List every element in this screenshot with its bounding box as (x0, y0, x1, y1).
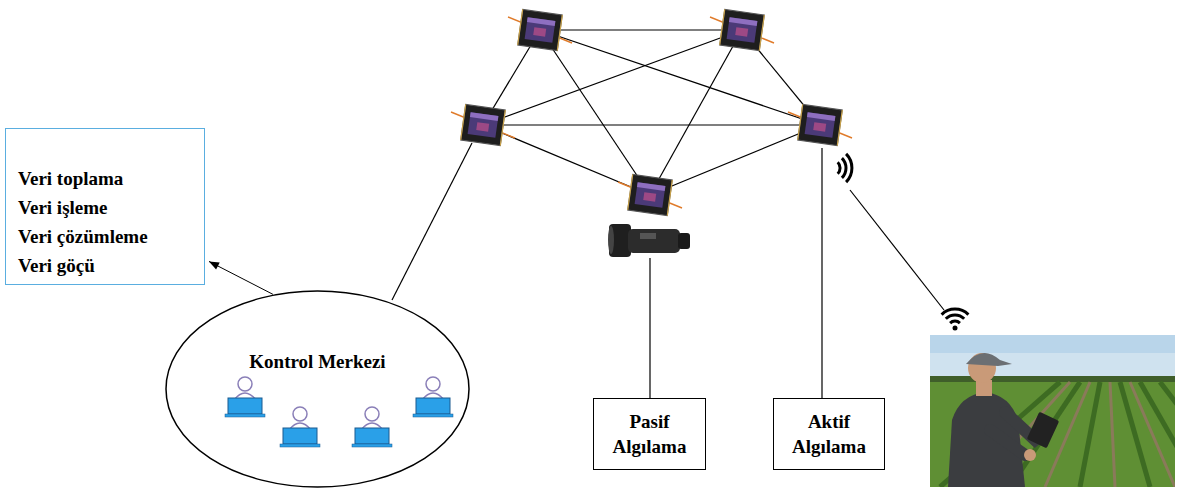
satellite (618, 174, 682, 215)
node-text: Veri işleme (18, 193, 194, 222)
ellipse-outline (165, 290, 470, 488)
wifi-symbol (838, 154, 852, 182)
wifi-symbol (942, 309, 969, 323)
satellite (788, 104, 852, 145)
node-text: Kontrol Merkezi (165, 350, 470, 374)
farmer-photo (930, 335, 1175, 487)
wifi-dot (953, 326, 958, 331)
camera (608, 224, 690, 257)
operator-icon (225, 377, 265, 417)
control-center-ellipse: Kontrol Merkezi (165, 290, 470, 488)
connector-arrow (209, 261, 273, 294)
satellite (508, 9, 572, 50)
node-text: Veri çözümleme (18, 222, 194, 251)
satellite-link (483, 30, 820, 195)
node-text: Veri toplama (18, 164, 194, 193)
satellite (710, 9, 774, 50)
node-text: Pasif Algılama (600, 409, 699, 459)
satellite (451, 104, 515, 145)
operator-icon (280, 407, 320, 447)
wire (392, 143, 944, 398)
node-text: Aktif Algılama (780, 409, 878, 459)
sensing-box: Aktif Algılama (773, 398, 885, 470)
operator-icon (413, 377, 453, 417)
text-box: Veri toplamaVeri işlemeVeri çözümlemeVer… (5, 128, 205, 285)
sensing-box: Pasif Algılama (593, 398, 706, 470)
operator-icon (352, 407, 392, 447)
node-text: Veri göçü (18, 251, 194, 280)
